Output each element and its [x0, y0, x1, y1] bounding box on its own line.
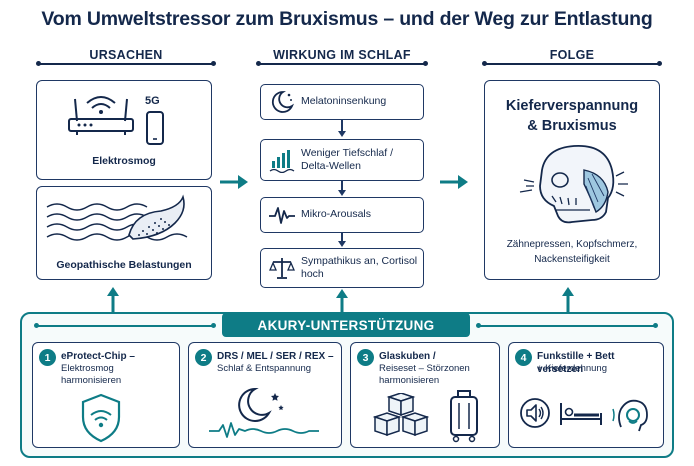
brainwave-bars-icon [269, 150, 295, 173]
geopath-box: Geopathische Belastungen [36, 186, 212, 280]
step-tiefschlaf: Weniger Tiefschlaf / Delta-Wellen [260, 139, 424, 181]
speaker-off-icon [520, 398, 550, 428]
support-divider-left [34, 323, 216, 328]
column-header-folge-label: FOLGE [549, 48, 595, 62]
folge-subtitle: Zähnepressen, Kopfschmerz, Nackensteifig… [484, 238, 660, 267]
card-title: Glaskuben / [379, 351, 436, 362]
connector-line [341, 181, 343, 191]
card-text-line2: harmonisieren [379, 375, 440, 387]
glass-cubes-icon [373, 393, 429, 437]
head-jaw-icon [612, 399, 648, 432]
arrow-up-icon [336, 289, 348, 312]
step-text: Sympathikus an, Cortisol hoch [301, 254, 418, 280]
card-title: eProtect-Chip – [61, 351, 135, 362]
column-header-folge: FOLGE [482, 48, 662, 66]
shield-wifi-icon [81, 393, 121, 443]
support-divider-right [476, 323, 658, 328]
scale-icon [269, 258, 295, 279]
folge-subtitle-line1: Zähnepressen, Kopfschmerz, [506, 239, 638, 250]
card-number-badge: 3 [357, 349, 374, 366]
folge-title-line1: Kieferverspannung [505, 98, 639, 114]
support-card-eprotect: 1 eProtect-Chip – Elektrosmog harmonisie… [32, 342, 180, 448]
arrow-right-icon [440, 175, 468, 189]
card-number-badge: 2 [195, 349, 212, 366]
arrow-right-icon [220, 175, 248, 189]
bed-icon [560, 403, 602, 425]
card-number-badge: 4 [515, 349, 532, 366]
elektrosmog-label: Elektrosmog [92, 155, 156, 167]
step-melatonin: Melatoninsenkung [260, 84, 424, 120]
geopath-label: Geopathische Belastungen [56, 259, 192, 271]
column-header-divider [36, 61, 216, 66]
card-text-line1: + Kieferdehnung [537, 363, 607, 374]
card-text: Elektrosmog harmonisieren [61, 363, 175, 388]
column-header-divider [482, 61, 662, 66]
card-text-line1: Reiseset – Störzonen [379, 363, 470, 374]
card-number-badge: 1 [39, 349, 56, 366]
step-text: Mikro-Arousals [301, 208, 372, 221]
arrow-down-icon [338, 131, 346, 137]
step-text: Melatoninsenkung [301, 95, 387, 108]
support-title: AKURY-UNTERSTÜTZUNG [222, 313, 470, 337]
smartphone-icon [146, 111, 164, 145]
folge-title: Kieferverspannung & Bruxismus [484, 97, 660, 136]
card-text-line2: harmonisieren [61, 375, 122, 387]
moon-stars-icon [271, 91, 295, 113]
connector-line [341, 233, 343, 242]
arrow-down-icon [338, 241, 346, 247]
connector-line [341, 120, 343, 132]
earth-waves-icon [46, 194, 188, 241]
folge-title-line2: & Bruxismus [527, 117, 617, 134]
moon-wave-icon [209, 387, 319, 438]
suitcase-icon [450, 390, 478, 443]
card-text: Reiseset – Störzonen harmonisieren [379, 363, 495, 388]
page-title: Vom Umweltstressor zum Bruxismus – und d… [41, 8, 653, 30]
folge-subtitle-line2: Nackensteifigkeit [534, 253, 610, 265]
5g-label: 5G [145, 95, 160, 107]
arrow-down-icon [338, 190, 346, 196]
card-text: Schlaf & Entspannung [217, 363, 337, 375]
arrow-up-icon [107, 287, 119, 312]
step-sympathikus: Sympathikus an, Cortisol hoch [260, 248, 424, 288]
support-card-glaskuben: 3 Glaskuben / Reiseset – Störzonen harmo… [350, 342, 500, 448]
skull-jaw-icon [519, 145, 628, 224]
support-card-drs: 2 DRS / MEL / SER / REX – Schlaf & Entsp… [188, 342, 342, 448]
pulse-icon [269, 207, 295, 224]
column-header-ursachen-label: URSACHEN [89, 48, 163, 62]
column-header-wirkung: WIRKUNG IM SCHLAF [256, 48, 428, 66]
step-text: Weniger Tiefschlaf / Delta-Wellen [301, 146, 394, 172]
elektrosmog-box: 5G Elektrosmog [36, 80, 212, 180]
column-header-ursachen: URSACHEN [36, 48, 216, 66]
card-text-line1: Schlaf & Entspannung [217, 363, 312, 374]
card-text-line1: Elektrosmog [61, 363, 114, 374]
column-header-wirkung-label: WIRKUNG IM SCHLAF [273, 48, 411, 62]
card-text: + Kieferdehnung [537, 363, 659, 375]
card-title: Funkstille + Bett versetzen [537, 351, 615, 375]
step-arousals: Mikro-Arousals [260, 197, 424, 233]
card-title: DRS / MEL / SER / REX – [217, 351, 334, 362]
wifi-router-icon [68, 96, 134, 135]
column-header-divider [256, 61, 428, 66]
support-card-funkstille: 4 Funkstille + Bett versetzen + Kieferde… [508, 342, 664, 448]
arrow-up-icon [562, 287, 574, 312]
